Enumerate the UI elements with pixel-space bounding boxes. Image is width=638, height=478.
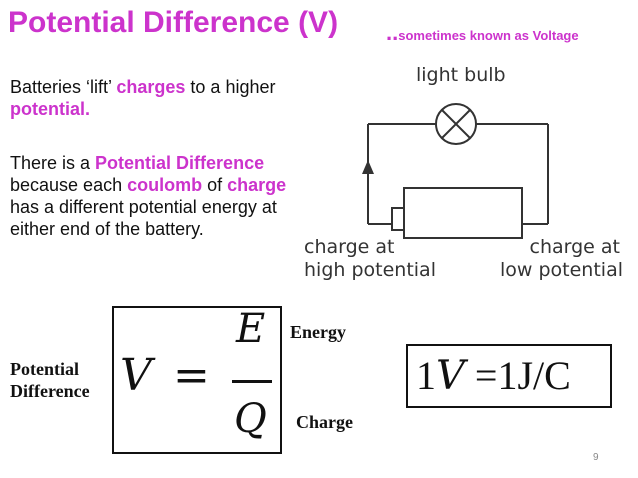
slide-subtitle: ..sometimes known as Voltage [386, 20, 579, 46]
unit-number: 1 [416, 353, 436, 398]
low-potential-line-1: charge at [529, 236, 621, 258]
pd-label-line-1: Potential [10, 359, 79, 379]
p2-highlight-coulomb: coulomb [127, 175, 203, 195]
unit-symbol: V [436, 353, 465, 399]
p1-highlight-charges: charges [116, 77, 186, 97]
subtitle-prefix: .. [386, 20, 399, 45]
fraction-bar [232, 380, 272, 383]
p1-text-1: Batteries ‘lift’ [10, 77, 117, 97]
equation-denominator: Q [234, 396, 267, 442]
p1-text-2: to a higher [185, 77, 276, 97]
high-potential-line-1: charge at [304, 236, 395, 258]
p2-text-1: There is a [10, 153, 96, 173]
equation-lhs: V [120, 350, 152, 401]
unit-rhs: =1J/C [464, 353, 571, 398]
low-potential-line-2: low potential [500, 259, 623, 281]
equation-box [112, 306, 282, 454]
p2-text-3: of [202, 175, 228, 195]
equation-equals: = [173, 350, 210, 401]
equation-numerator: E [236, 306, 266, 352]
charge-label: Charge [296, 412, 353, 432]
subtitle-text: sometimes known as Voltage [398, 28, 579, 43]
p2-highlight-potential-difference: Potential Difference [95, 153, 265, 173]
battery-icon [403, 187, 523, 239]
energy-label: Energy [290, 322, 346, 342]
circuit-diagram [362, 103, 549, 239]
high-potential-line-2: high potential [304, 259, 436, 281]
page-number: 9 [593, 452, 599, 463]
slide-title: Potential Difference (V) [8, 6, 339, 39]
bulb-label: light bulb [416, 64, 506, 86]
unit-definition-box [406, 344, 612, 408]
battery-terminal [391, 207, 405, 231]
light-bulb-icon [435, 103, 477, 145]
p2-text-2: because each [10, 175, 128, 195]
paragraph-batteries: Batteries ‘lift’ charges to a higher pot… [10, 76, 290, 120]
p1-highlight-potential: potential. [10, 99, 90, 119]
paragraph-potential-difference: There is a Potential Difference because … [10, 152, 290, 240]
p2-text-4: has a different potential energy at eith… [10, 197, 277, 239]
p2-highlight-charge: charge [227, 175, 287, 195]
unit-definition: 1V =1J/C [416, 352, 571, 399]
arrow-up-icon [362, 160, 374, 174]
pd-label-line-2: Difference [10, 381, 90, 401]
